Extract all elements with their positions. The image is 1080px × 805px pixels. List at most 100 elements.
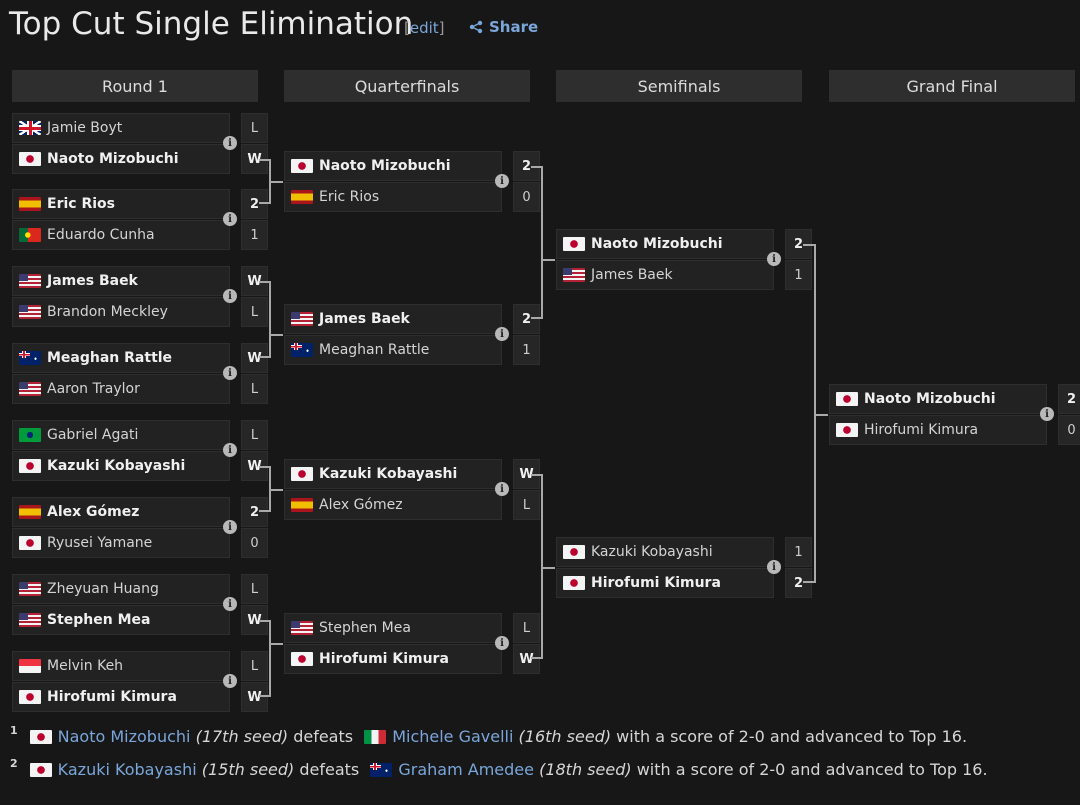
player-name[interactable]: Kazuki Kobayashi: [591, 544, 713, 560]
player-name[interactable]: Gabriel Agati: [47, 427, 139, 443]
flag-icon: [19, 274, 41, 288]
info-icon[interactable]: i: [223, 289, 237, 303]
player-slot[interactable]: Naoto Mizobuchi: [829, 384, 1047, 414]
player-name[interactable]: Stephen Mea: [47, 612, 151, 628]
player-slot[interactable]: Zheyuan Huang: [12, 574, 230, 604]
info-icon[interactable]: i: [495, 482, 509, 496]
player-slot[interactable]: Eduardo Cunha: [12, 220, 230, 250]
player-slot[interactable]: Hirofumi Kimura: [556, 568, 774, 598]
player-name[interactable]: Kazuki Kobayashi: [47, 458, 186, 474]
player-name[interactable]: Melvin Keh: [47, 658, 124, 674]
player-name[interactable]: James Baek: [47, 273, 138, 289]
player-name[interactable]: Kazuki Kobayashi: [319, 466, 458, 482]
player-slot[interactable]: Stephen Mea: [284, 613, 502, 643]
player-slot[interactable]: Naoto Mizobuchi: [12, 144, 230, 174]
info-icon[interactable]: i: [223, 366, 237, 380]
player-name[interactable]: Eric Rios: [47, 196, 115, 212]
info-icon[interactable]: i: [1040, 407, 1054, 421]
info-icon[interactable]: i: [223, 520, 237, 534]
player-name[interactable]: Naoto Mizobuchi: [319, 158, 451, 174]
player-slot[interactable]: Meaghan Rattle: [284, 335, 502, 365]
player-slot[interactable]: Kazuki Kobayashi: [284, 459, 502, 489]
player-slot[interactable]: Hirofumi Kimura: [284, 644, 502, 674]
player-slot[interactable]: Eric Rios: [12, 189, 230, 219]
player-slot[interactable]: Stephen Mea: [12, 605, 230, 635]
player-slot[interactable]: Brandon Meckley: [12, 297, 230, 327]
flag-icon: [19, 305, 41, 319]
player-slot[interactable]: Meaghan Rattle: [12, 343, 230, 373]
player-name[interactable]: Eric Rios: [319, 189, 380, 205]
score-cell: 1: [513, 335, 540, 365]
info-icon[interactable]: i: [223, 136, 237, 150]
player-slot[interactable]: Alex Gómez: [12, 497, 230, 527]
info-icon[interactable]: i: [495, 174, 509, 188]
player-name[interactable]: Meaghan Rattle: [47, 350, 173, 366]
info-icon[interactable]: i: [495, 636, 509, 650]
player-name[interactable]: Zheyuan Huang: [47, 581, 159, 597]
player-slot[interactable]: James Baek: [556, 260, 774, 290]
score-cell: W: [241, 343, 268, 373]
player-slot[interactable]: Aaron Traylor: [12, 374, 230, 404]
player-name[interactable]: Hirofumi Kimura: [319, 651, 449, 667]
score-cell: L: [241, 297, 268, 327]
player-name[interactable]: Aaron Traylor: [47, 381, 140, 397]
player-slot[interactable]: Melvin Keh: [12, 651, 230, 681]
player-slot[interactable]: Kazuki Kobayashi: [12, 451, 230, 481]
flag-icon: [563, 545, 585, 559]
player-name[interactable]: James Baek: [591, 267, 673, 283]
player-slot[interactable]: Naoto Mizobuchi: [284, 151, 502, 181]
player-slot[interactable]: Kazuki Kobayashi: [556, 537, 774, 567]
info-icon[interactable]: i: [767, 560, 781, 574]
player-slot[interactable]: James Baek: [12, 266, 230, 296]
edit-link[interactable]: edit: [409, 19, 439, 37]
flag-icon: [291, 343, 313, 357]
player-name[interactable]: Brandon Meckley: [47, 304, 168, 320]
flag-icon: [19, 582, 41, 596]
page-title: Top Cut Single Elimination: [9, 6, 414, 42]
player-name[interactable]: Ryusei Yamane: [47, 535, 153, 551]
player-slot[interactable]: Hirofumi Kimura: [829, 415, 1047, 445]
info-icon[interactable]: i: [495, 327, 509, 341]
player-name[interactable]: Eduardo Cunha: [47, 227, 155, 243]
player-slot[interactable]: Alex Gómez: [284, 490, 502, 520]
player-name[interactable]: James Baek: [319, 311, 410, 327]
player-link[interactable]: Graham Amedee: [398, 760, 534, 779]
player-name[interactable]: Naoto Mizobuchi: [864, 391, 996, 407]
player-slot[interactable]: Gabriel Agati: [12, 420, 230, 450]
result-text: with a score of 2-0 and advanced to Top …: [636, 760, 988, 779]
player-name[interactable]: Jamie Boyt: [47, 120, 123, 136]
player-slot[interactable]: Jamie Boyt: [12, 113, 230, 143]
bracket-connector: [271, 334, 283, 336]
player-link[interactable]: Naoto Mizobuchi: [57, 727, 191, 746]
player-slot[interactable]: Naoto Mizobuchi: [556, 229, 774, 259]
player-name[interactable]: Hirofumi Kimura: [591, 575, 721, 591]
info-icon[interactable]: i: [223, 674, 237, 688]
player-name[interactable]: Alex Gómez: [47, 504, 140, 520]
player-link[interactable]: Michele Gavelli: [392, 727, 514, 746]
flag-icon: [19, 690, 41, 704]
bracket-connector: [531, 474, 543, 659]
player-slot[interactable]: James Baek: [284, 304, 502, 334]
info-icon[interactable]: i: [223, 443, 237, 457]
info-icon[interactable]: i: [223, 212, 237, 226]
player-name[interactable]: Naoto Mizobuchi: [591, 236, 723, 252]
player-name[interactable]: Stephen Mea: [319, 620, 411, 636]
score-cell: L: [241, 374, 268, 404]
player-slot[interactable]: Eric Rios: [284, 182, 502, 212]
score-cell: W: [241, 682, 268, 712]
player-name[interactable]: Hirofumi Kimura: [47, 689, 177, 705]
player-link[interactable]: Kazuki Kobayashi: [57, 760, 197, 779]
player-name[interactable]: Naoto Mizobuchi: [47, 151, 179, 167]
flag-icon: [291, 159, 313, 173]
info-icon[interactable]: i: [223, 597, 237, 611]
share-button[interactable]: Share: [469, 18, 538, 36]
player-slot[interactable]: Hirofumi Kimura: [12, 682, 230, 712]
info-icon[interactable]: i: [767, 252, 781, 266]
player-name[interactable]: Meaghan Rattle: [319, 342, 430, 358]
player-name[interactable]: Hirofumi Kimura: [864, 422, 979, 438]
player-name[interactable]: Alex Gómez: [319, 497, 403, 513]
player-slot[interactable]: Ryusei Yamane: [12, 528, 230, 558]
